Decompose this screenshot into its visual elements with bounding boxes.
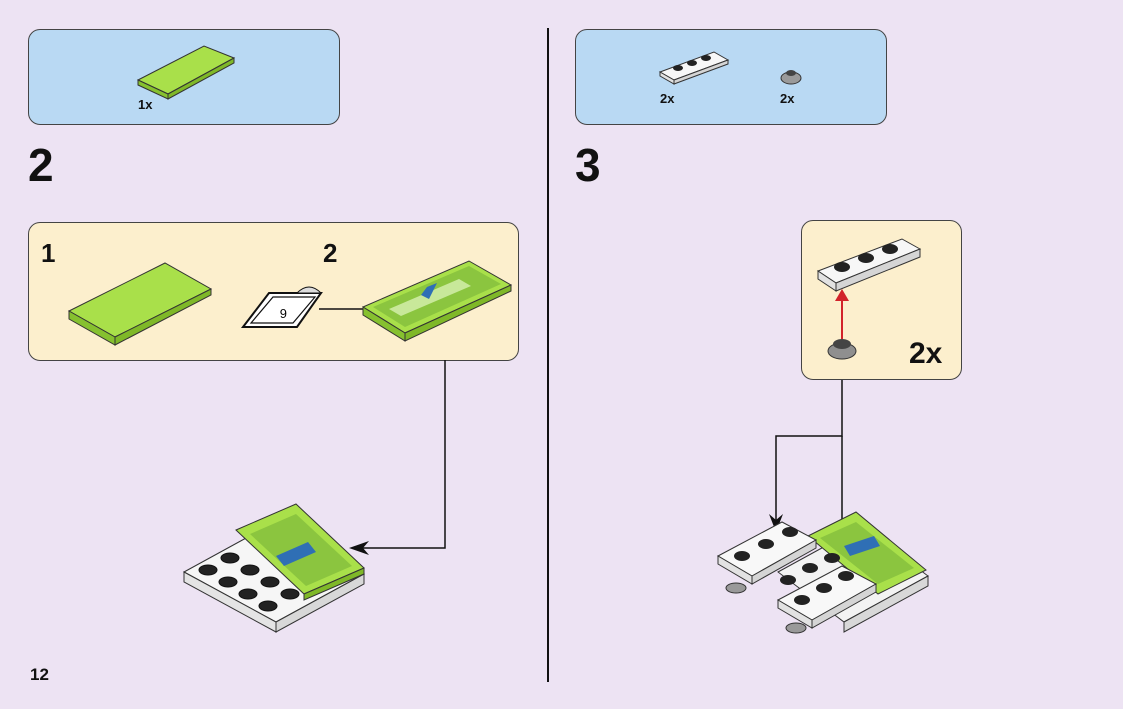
grey-round-plate-icon bbox=[827, 339, 857, 360]
lime-tile-part-icon bbox=[136, 45, 236, 100]
grey-round-plate-part-icon bbox=[780, 70, 802, 85]
step2-substep-box: 1 2 6 bbox=[28, 222, 519, 361]
step2-number: 2 bbox=[28, 139, 54, 191]
step3-number: 3 bbox=[575, 139, 601, 191]
subassembly-qty: 2x bbox=[909, 337, 943, 370]
step3-assembly-icon bbox=[716, 511, 929, 634]
sticker-icon: 6 bbox=[240, 286, 323, 328]
step3-part2-qty: 2x bbox=[780, 91, 795, 106]
step3-parts-box: 2x 2x bbox=[575, 29, 887, 125]
step2-part-qty: 1x bbox=[138, 97, 153, 112]
white-plate-icon bbox=[816, 238, 922, 292]
substep-1-number: 1 bbox=[41, 238, 56, 268]
white-plate-part-icon bbox=[658, 51, 730, 85]
step3-part1-qty: 2x bbox=[660, 91, 675, 106]
substep-2-number: 2 bbox=[323, 238, 338, 268]
page-divider bbox=[547, 28, 549, 682]
sticker-number: 6 bbox=[280, 306, 287, 321]
step2-pointer-line bbox=[349, 360, 446, 555]
stickered-tile-icon bbox=[361, 260, 513, 342]
page-number: 12 bbox=[30, 665, 49, 684]
step3-subassembly-box: 2x bbox=[801, 220, 962, 380]
step2-parts-box: 1x bbox=[28, 29, 340, 125]
step2-assembly-icon bbox=[182, 503, 366, 633]
up-arrow-icon bbox=[835, 289, 849, 339]
lime-tile-icon bbox=[67, 262, 213, 346]
